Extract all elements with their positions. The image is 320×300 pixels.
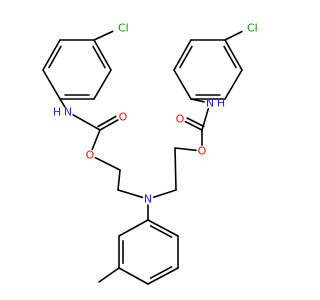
bond-cL-oLest: [91, 129, 101, 151]
chlorine-left-label: Cl: [118, 22, 129, 35]
bond-layer: [42, 30, 243, 285]
bond-ra3-ra4: [224, 69, 243, 100]
bond-la2-la3: [93, 39, 112, 71]
bond-la5-nL: [59, 98, 66, 108]
amide-hydrogen-left-label: H: [53, 106, 61, 119]
bond-la2-la3-inner: [92, 45, 106, 69]
bond-la6-la1-inner: [48, 45, 62, 69]
bond-ra2-ra3-inner: [223, 45, 237, 69]
chlorine-right-label: Cl: [247, 22, 258, 35]
bond-ra5-ra6: [173, 69, 192, 100]
ester-oxygen-left-label: O: [86, 149, 95, 162]
carbonyl-oxygen-left-label: O: [119, 111, 128, 124]
bond-t1-t2-inner: [149, 225, 173, 238]
amine-nitrogen-center-label: N: [144, 193, 152, 206]
bond-ra2-clR: [224, 30, 243, 41]
bond-t1-t2: [147, 219, 179, 237]
bond-t4-t5: [118, 267, 149, 285]
bond-cL-oLdbl: [99, 119, 119, 131]
bond-cR-oRdbl-second: [186, 117, 205, 128]
bond-cL-oLdbl-second: [97, 115, 117, 128]
amide-hydrogen-right-label: H: [217, 97, 225, 110]
bond-rc1-rc2: [174, 147, 177, 191]
bond-cR-nR: [201, 108, 210, 131]
bond-ra6-ra1: [173, 39, 192, 71]
bond-rc2-oRest: [174, 147, 197, 152]
bond-la5-la6: [42, 69, 61, 100]
bond-t3-t4: [147, 267, 179, 285]
amide-nitrogen-right-label: N: [206, 97, 214, 110]
bond-t5-me: [98, 267, 120, 283]
bond-t3-t4-inner: [149, 266, 173, 279]
carbonyl-oxygen-right-label: O: [176, 113, 185, 126]
bond-ra6-ra1-inner: [179, 45, 193, 69]
bond-lc2-nC: [117, 189, 144, 199]
bond-lc1-lc2: [117, 169, 121, 191]
bond-ra2-ra3: [224, 39, 243, 71]
bond-oLest-lc1: [94, 156, 121, 171]
bond-nC-rc1: [152, 189, 177, 198]
ester-oxygen-right-label: O: [198, 145, 207, 158]
bond-nL-cL: [72, 114, 101, 131]
bond-cR-oRdbl: [184, 120, 203, 131]
bond-la6-la1: [42, 39, 61, 71]
amide-nitrogen-left-label: N: [64, 106, 72, 119]
bond-la3-la4: [93, 69, 112, 100]
bond-t6-t1: [118, 219, 149, 237]
bond-la2-clL: [93, 30, 114, 41]
